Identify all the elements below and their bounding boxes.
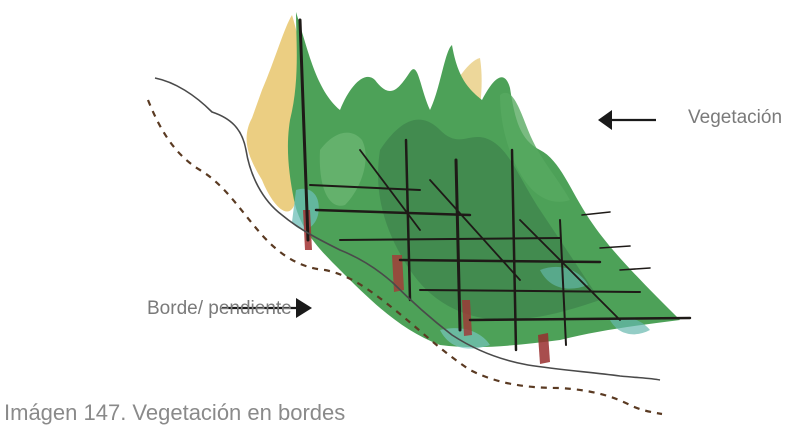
red-accent-lower [462, 300, 472, 336]
teal-accent-mid [540, 266, 588, 289]
ink-strokes [298, 18, 692, 352]
arrowhead-left-icon [598, 110, 612, 130]
edge-slope-arrow [222, 298, 312, 318]
figure-caption: Imágen 147. Vegetación en bordes [4, 400, 346, 425]
edge-slope-label: Borde/ pendiente [147, 298, 292, 319]
teal-accent-bottom [440, 328, 490, 349]
dashed-slope-boundary [146, 99, 663, 416]
vegetation-label: Vegetación [688, 107, 783, 128]
vegetation-arrow [598, 110, 656, 130]
slope-edge-line [154, 77, 661, 381]
red-accent-center [392, 255, 404, 292]
green-foliage-upper-right [500, 92, 570, 202]
arrowhead-right-icon [296, 298, 312, 318]
red-accent-bottom [538, 333, 550, 364]
teal-accent-right [610, 317, 650, 335]
vegetation-watercolor-sketch [246, 12, 680, 364]
